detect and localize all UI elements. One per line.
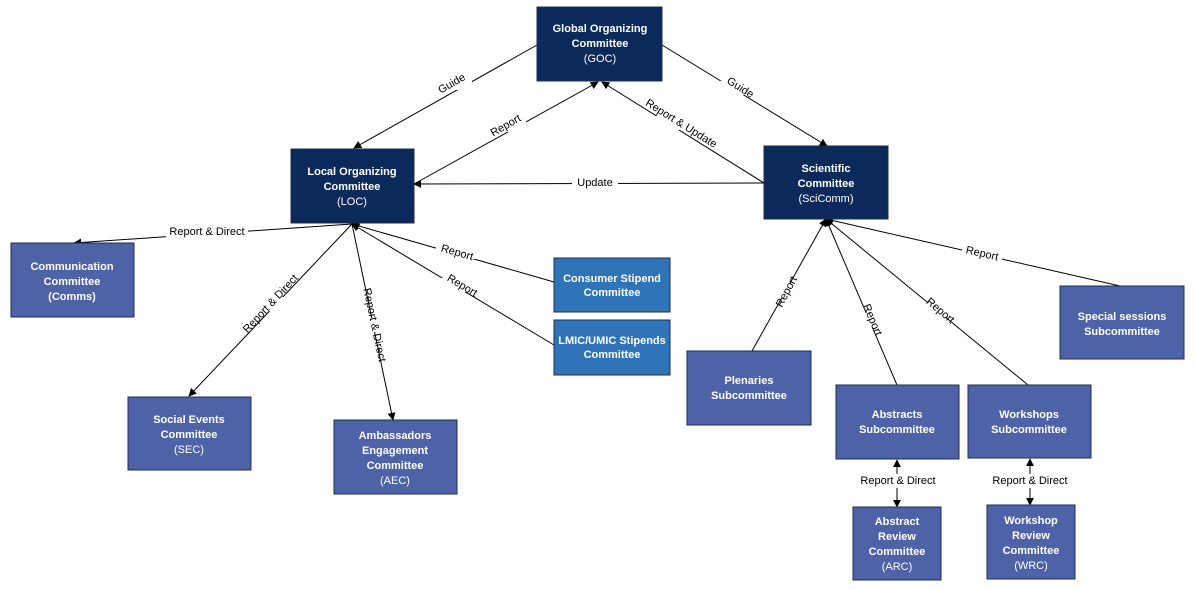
svg-text:(SEC): (SEC)	[174, 444, 204, 456]
edge-scicomm-to-goc	[601, 81, 765, 184]
node-special-sessions: Special sessions Subcommittee	[1059, 285, 1185, 360]
node-loc: Local Organizing Committee (LOC)	[290, 148, 415, 224]
svg-text:Workshops: Workshops	[999, 409, 1059, 421]
node-plenaries: Plenaries Subcommittee	[686, 350, 812, 426]
svg-text:Scientific: Scientific	[802, 163, 851, 175]
edge-goc-to-loc	[353, 44, 538, 149]
svg-text:(AEC): (AEC)	[380, 475, 410, 487]
svg-text:Subcommittee: Subcommittee	[859, 424, 935, 436]
svg-text:Ambassadors: Ambassadors	[359, 430, 432, 442]
svg-text:Committee: Committee	[324, 181, 381, 193]
svg-text:Committee: Committee	[44, 276, 101, 288]
svg-text:Plenaries: Plenaries	[725, 375, 774, 387]
nodes: Global Organizing Committee (GOC) Local …	[10, 6, 1185, 581]
svg-text:(GOC): (GOC)	[584, 53, 616, 65]
svg-text:Committee: Committee	[161, 429, 218, 441]
node-lmic-stipends: LMIC/UMIC Stipends Committee	[553, 319, 671, 376]
svg-text:Global Organizing: Global Organizing	[553, 23, 648, 35]
node-consumer-stipend: Consumer Stipend Committee	[553, 257, 671, 313]
svg-text:Engagement: Engagement	[362, 445, 428, 457]
node-sec: Social Events Committee (SEC)	[127, 396, 252, 471]
svg-text:Committee: Committee	[572, 38, 629, 50]
svg-text:Committee: Committee	[584, 287, 641, 299]
svg-text:(ARC): (ARC)	[882, 561, 913, 573]
edge-workshops-to-scicomm	[825, 218, 1029, 386]
svg-text:Special sessions: Special sessions	[1078, 311, 1167, 323]
svg-text:Review: Review	[1012, 530, 1050, 542]
svg-text:Communication: Communication	[30, 261, 113, 273]
node-wrc: Workshop Review Committee (WRC)	[986, 504, 1076, 580]
svg-text:Subcommittee: Subcommittee	[711, 390, 787, 402]
edge-label-arc: Report & Direct	[860, 475, 935, 487]
svg-text:Committee: Committee	[1003, 545, 1060, 557]
svg-text:(Comms): (Comms)	[48, 291, 96, 303]
svg-text:Subcommittee: Subcommittee	[991, 424, 1067, 436]
svg-text:Committee: Committee	[584, 349, 641, 361]
node-arc: Abstract Review Committee (ARC)	[852, 506, 942, 581]
edge-label-comms: Report & Direct	[169, 226, 244, 238]
edge-label-update: Update	[577, 177, 612, 189]
node-abstracts: Abstracts Subcommittee	[835, 384, 960, 460]
node-scicomm: Scientific Committee (SciComm)	[763, 145, 889, 220]
node-aec: Ambassadors Engagement Committee (AEC)	[333, 419, 458, 495]
svg-text:Review: Review	[878, 531, 916, 543]
svg-text:LMIC/UMIC Stipends: LMIC/UMIC Stipends	[558, 335, 666, 347]
node-goc: Global Organizing Committee (GOC)	[536, 6, 663, 82]
svg-text:Local Organizing: Local Organizing	[307, 166, 396, 178]
svg-text:Committee: Committee	[798, 178, 855, 190]
node-workshops: Workshops Subcommittee	[967, 384, 1092, 459]
node-comms: Communication Committee (Comms)	[10, 242, 135, 318]
svg-text:(LOC): (LOC)	[337, 196, 367, 208]
svg-text:Social Events: Social Events	[153, 414, 225, 426]
edge-goc-to-scicomm	[661, 44, 828, 147]
svg-text:(WRC): (WRC)	[1014, 560, 1048, 572]
svg-text:Abstracts: Abstracts	[872, 409, 923, 421]
edge-label-guide-right: Guide	[724, 75, 755, 101]
svg-text:(SciComm): (SciComm)	[799, 193, 854, 205]
svg-text:Workshop: Workshop	[1004, 515, 1058, 527]
svg-text:Committee: Committee	[869, 546, 926, 558]
edge-abstracts-to-scicomm	[825, 218, 898, 386]
edge-label-wrc: Report & Direct	[992, 475, 1067, 487]
edge-loc-to-goc	[413, 81, 599, 185]
svg-text:Consumer Stipend: Consumer Stipend	[563, 273, 661, 285]
svg-text:Abstract: Abstract	[875, 516, 920, 528]
svg-text:Subcommittee: Subcommittee	[1084, 326, 1160, 338]
svg-text:Committee: Committee	[367, 460, 424, 472]
